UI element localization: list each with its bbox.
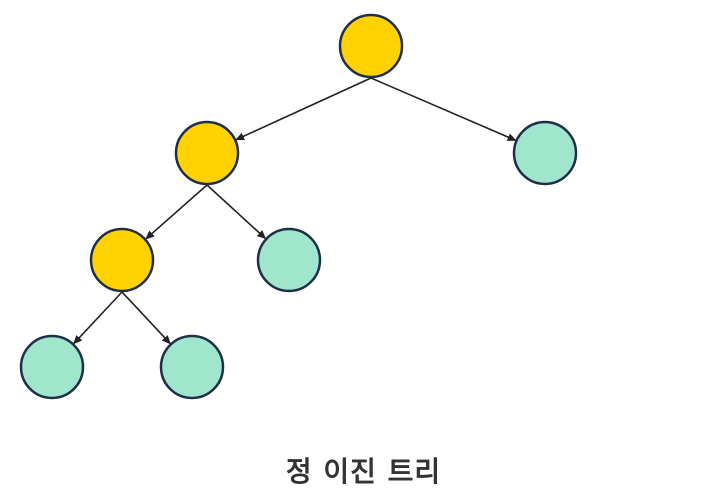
node-root — [338, 13, 404, 79]
node-left-right — [256, 227, 322, 293]
diagram-caption: 정 이진 트리 — [285, 455, 442, 488]
edges-layer — [73, 77, 517, 345]
edge-root-to-left — [235, 77, 372, 141]
edge-left-left-to-left-left-right — [121, 291, 171, 345]
node-left-left — [89, 227, 155, 293]
edge-left-to-left-left — [145, 184, 208, 240]
nodes-layer — [19, 13, 578, 400]
node-left-left-right — [159, 334, 225, 400]
node-right — [512, 120, 578, 186]
node-left — [174, 120, 240, 186]
edge-left-left-to-left-left-left — [73, 291, 123, 345]
edge-root-to-right — [370, 77, 517, 142]
node-left-left-left — [19, 334, 85, 400]
edge-left-to-left-right — [206, 184, 267, 240]
